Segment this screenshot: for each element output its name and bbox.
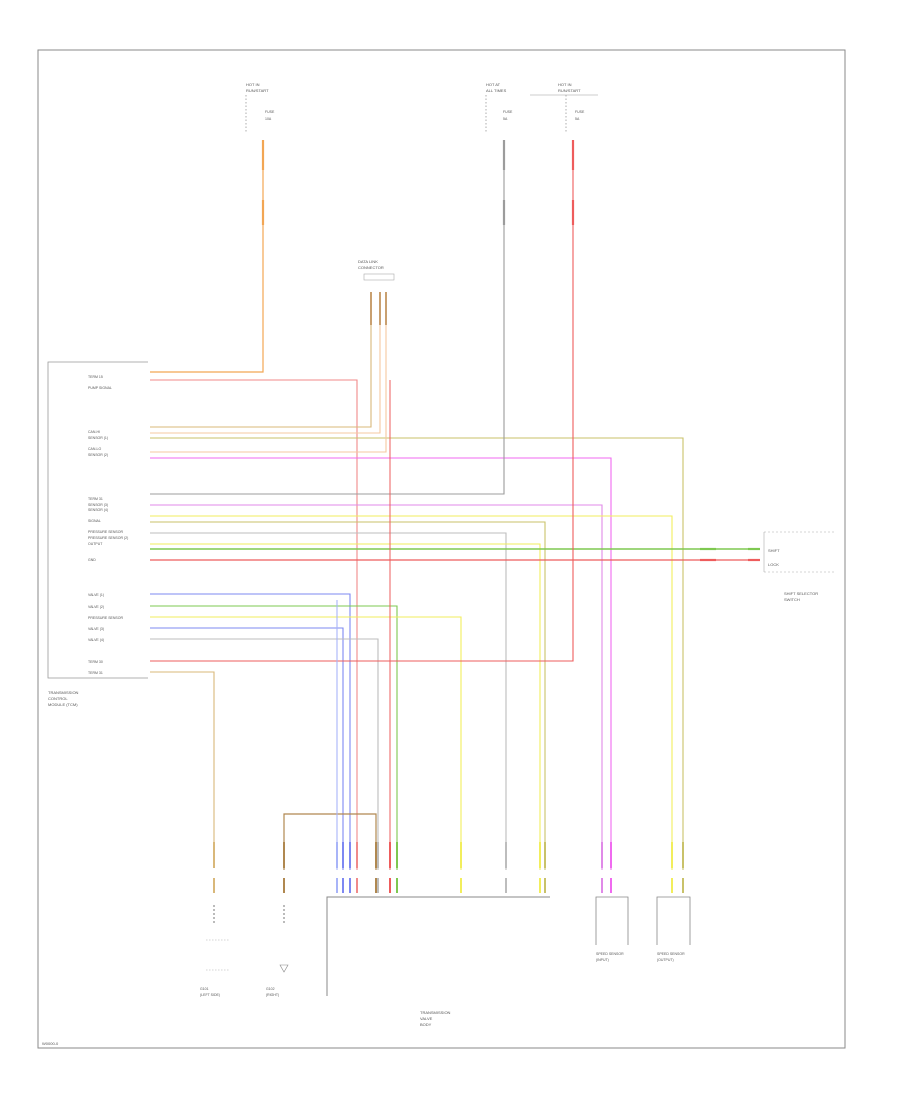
svg-text:LOCK: LOCK [768,562,779,567]
tcm-pin-label: SENSOR (2) [88,453,108,457]
svg-text:DATA LINK: DATA LINK [358,259,378,264]
wires [150,150,760,870]
connector-stubs [213,140,760,925]
tcm-pin-label: OUTPUT [88,542,103,546]
tcm-module: TRANSMISSION CONTROL MODULE (TCM) [47,361,148,707]
tcm-pin-label: VALVE (4) [88,638,104,642]
wire-ground-brown [283,813,377,870]
wire-pump-pink [150,379,358,870]
svg-text:TRANSMISSION: TRANSMISSION [420,1010,451,1015]
wire-pressure1 [150,532,507,870]
wire-can-hi [150,292,372,428]
tcm-pin-label: CAN-LO [88,447,102,451]
wire-term31-gray [150,150,505,495]
wire-can-peach [150,292,387,453]
wire-pressure3 [150,616,462,870]
svg-text:ALL TIMES: ALL TIMES [486,88,507,93]
tcm-title-3: MODULE (TCM) [48,702,78,707]
transmission-valve-body: TRANSMISSION VALVE BODY [326,896,550,1027]
wire-term31-tan [150,671,215,855]
svg-text:SHIFT: SHIFT [768,548,780,553]
tcm-pin-labels: TERM 15 PUMP SIGNAL CAN-HI SENSOR (1) CAN-LO… [88,375,128,675]
ground-right: G102 (RIGHT) [266,964,289,997]
svg-text:(LEFT SIDE): (LEFT SIDE) [200,993,220,997]
svg-text:HOT IN: HOT IN [246,82,260,87]
tcm-pin-label: SENSOR (4) [88,508,108,512]
hot-mid-source: HOT AT ALL TIMES FUSE 5A [485,82,513,132]
hot-left-source: HOT IN RUN/START FUSE 10A [245,82,275,132]
wire-sensor1-olive [150,437,684,870]
svg-text:HOT AT: HOT AT [486,82,501,87]
svg-text:VALVE: VALVE [420,1016,433,1021]
tcm-pin-label: PRESSURE SENSOR [88,616,123,620]
tcm-pin-label: PUMP SIGNAL [88,386,112,390]
tcm-pin-label: CAN-HI [88,430,100,434]
wire-valve1 [150,593,351,870]
diagram-code: W0000-0 [42,1041,59,1046]
svg-text:10A: 10A [265,117,272,121]
svg-text:G102: G102 [266,987,275,991]
tcm-title-2: CONTROL [48,696,68,701]
tcm-pin-label: SENSOR (3) [88,503,108,507]
tcm-pin-label: PRESSURE SENSOR (2) [88,536,128,540]
tcm-pin-label: GND [88,558,96,562]
tcm-pin-label: VALVE (3) [88,627,104,631]
wire-signal [150,521,546,870]
tcm-pin-label: VALVE (2) [88,605,104,609]
wire-sensor4 [150,515,673,870]
svg-text:HOT IN: HOT IN [558,82,572,87]
svg-text:CONNECTOR: CONNECTOR [358,265,384,270]
tcm-pin-label: VALVE (1) [88,593,104,597]
wire-valve3 [150,627,344,870]
svg-text:FUSE: FUSE [503,110,513,114]
tcm-pin-label: TERM 15 [88,375,103,379]
svg-text:(INPUT): (INPUT) [596,958,609,962]
shift-lock-connector: SHIFT LOCK SHIFT SELECTOR SWITCH [763,531,834,602]
wire-sensor2-magenta [150,457,612,870]
wire-term30-red [150,150,574,662]
wire-sensor3 [150,504,603,870]
wire-term15-orange [150,150,264,373]
svg-text:SHIFT SELECTOR: SHIFT SELECTOR [784,591,818,596]
svg-text:FUSE: FUSE [265,110,275,114]
svg-text:FUSE: FUSE [575,110,585,114]
svg-text:SWITCH: SWITCH [784,597,800,602]
svg-text:(OUTPUT): (OUTPUT) [657,958,674,962]
wire-can-lo [150,292,381,434]
ground-left: G101 (LEFT SIDE) [200,939,230,997]
svg-text:RUN/START: RUN/START [246,88,269,93]
tcm-pin-label: TERM 31 [88,671,103,675]
speed-sensor-output: SPEED SENSOR (OUTPUT) [656,896,691,962]
tcm-pin-label: TERM 30 [88,660,103,664]
svg-text:G101: G101 [200,987,209,991]
diagram-frame [37,49,846,1049]
wire-valve2 [150,605,398,870]
svg-text:SPEED SENSOR: SPEED SENSOR [657,952,685,956]
svg-text:5A: 5A [503,117,508,121]
tcm-pin-label: SENSOR (1) [88,436,108,440]
tcm-title-1: TRANSMISSION [48,690,79,695]
wire-pressure2 [150,543,541,870]
data-link-connector: DATA LINK CONNECTOR [358,259,395,281]
wire-valve4 [150,638,379,870]
svg-text:5A: 5A [575,117,580,121]
svg-text:RUN/START: RUN/START [558,88,581,93]
svg-text:SPEED SENSOR: SPEED SENSOR [596,952,624,956]
speed-sensor-input: SPEED SENSOR (INPUT) [595,896,629,962]
svg-text:BODY: BODY [420,1022,432,1027]
tcm-pin-label: PRESSURE SENSOR [88,530,123,534]
tcm-pin-label: TERM 31 [88,497,103,501]
tcm-pin-label: SIGNAL [88,519,101,523]
hot-right-source: HOT IN RUN/START FUSE 5A [530,82,598,132]
svg-text:(RIGHT): (RIGHT) [266,993,279,997]
